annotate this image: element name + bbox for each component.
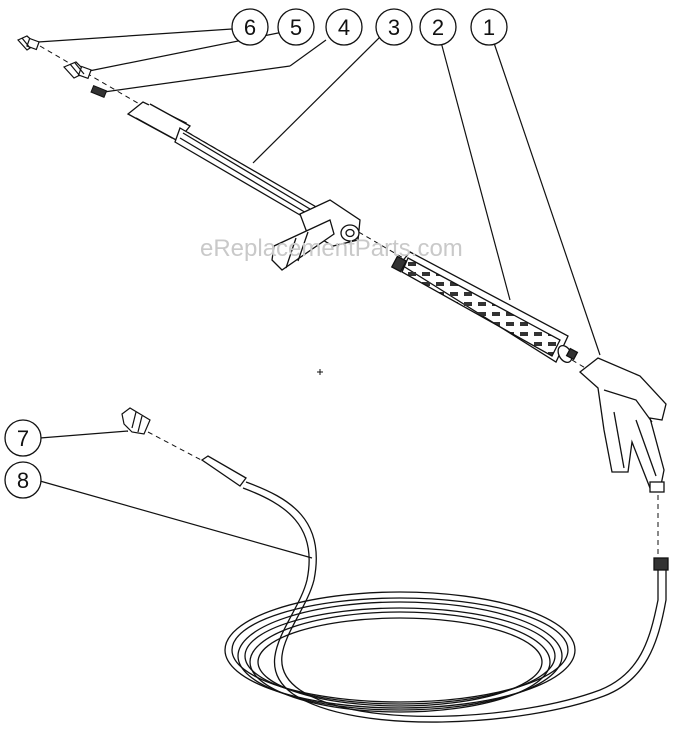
callout-8: 8 — [4, 461, 42, 499]
assembly-axis-lines — [39, 45, 659, 560]
svg-text:1: 1 — [483, 15, 495, 40]
part-5-adapter — [62, 61, 92, 80]
callout-3: 3 — [375, 8, 413, 46]
callout-5: 5 — [277, 8, 315, 46]
svg-text:3: 3 — [388, 15, 400, 40]
svg-text:8: 8 — [17, 468, 29, 493]
svg-text:2: 2 — [432, 15, 444, 40]
callout-6: 6 — [231, 8, 269, 46]
svg-text:5: 5 — [290, 15, 302, 40]
callout-2: 2 — [419, 8, 457, 46]
center-mark — [317, 369, 323, 375]
callout-4: 4 — [325, 8, 363, 46]
part-6-nozzle-tip — [17, 35, 40, 51]
leader-lines — [37, 28, 601, 559]
part-8-hose — [200, 455, 669, 723]
callout-7: 7 — [4, 419, 42, 457]
svg-text:7: 7 — [17, 426, 29, 451]
svg-text:6: 6 — [244, 15, 256, 40]
callouts: 6 5 4 3 2 1 7 8 — [4, 8, 508, 499]
part-7-hose-fitting — [121, 407, 151, 435]
watermark: eReplacementParts.com — [200, 235, 463, 262]
part-4-fitting — [90, 84, 108, 98]
part-1-trigger-gun — [578, 357, 667, 493]
part-2-extension-sleeve — [390, 251, 579, 364]
svg-text:4: 4 — [338, 15, 350, 40]
part-3-lance-wand — [126, 101, 361, 271]
callout-1: 1 — [470, 8, 508, 46]
